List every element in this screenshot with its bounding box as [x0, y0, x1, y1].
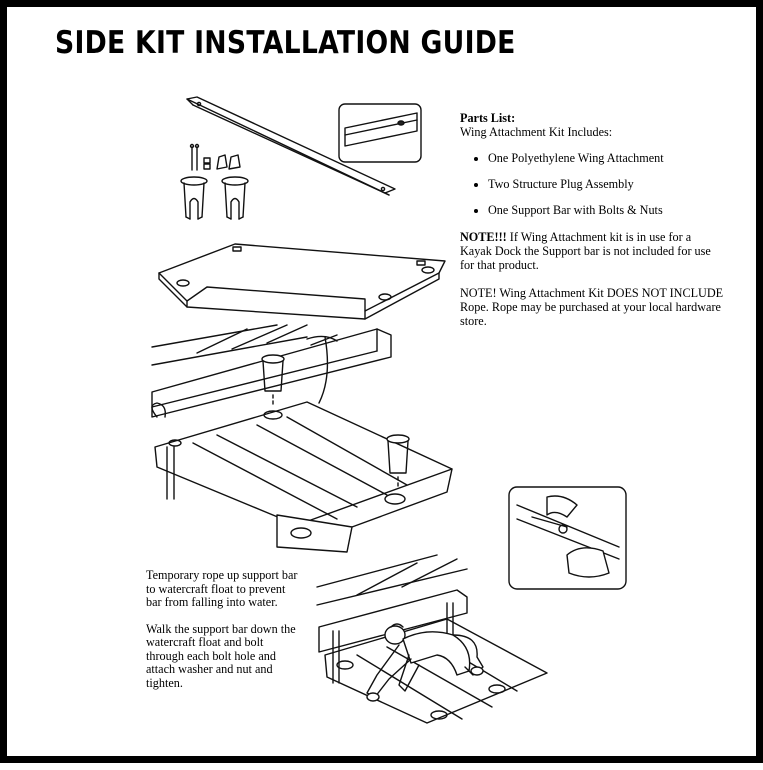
- tightening-detail-inset: [508, 486, 627, 590]
- parts-item: Two Structure Plug Assembly: [488, 177, 725, 191]
- worker-installation-drawing: [316, 554, 548, 724]
- parts-list: Parts List: Wing Attachment Kit Includes…: [460, 111, 725, 328]
- bar-detail-inset: [338, 103, 422, 163]
- parts-list-intro: Wing Attachment Kit Includes:: [460, 125, 613, 139]
- wing-attachment-drawing: [158, 243, 446, 320]
- parts-list-heading: Parts List:: [460, 111, 516, 125]
- instruction-bolt-bar: Walk the support bar down the watercraft…: [146, 621, 296, 690]
- page-title: SIDE KIT INSTALLATION GUIDE: [55, 25, 516, 61]
- installation-illustrations: [151, 96, 627, 724]
- parts-item: One Polyethylene Wing Attachment: [488, 151, 725, 165]
- parts-items: One Polyethylene Wing Attachment Two Str…: [460, 151, 725, 217]
- support-bar-drawing: [186, 96, 396, 196]
- instruction-rope-up: Temporary rope up support bar to watercr…: [146, 568, 298, 609]
- support-bar-note: NOTE!!! If Wing Attachment kit is in use…: [460, 230, 725, 272]
- installation-instructions: Temporary rope up support bar to watercr…: [146, 568, 301, 690]
- rope-note: NOTE! Wing Attachment Kit DOES NOT INCLU…: [460, 286, 724, 328]
- dock-assembly-drawing: [151, 324, 453, 553]
- hardware-drawing: [180, 143, 249, 220]
- support-bar-note-text: If Wing Attachment kit is in use for a K…: [460, 230, 711, 272]
- support-bar-note-label: NOTE!!!: [460, 230, 507, 244]
- parts-item: One Support Bar with Bolts & Nuts: [488, 203, 725, 217]
